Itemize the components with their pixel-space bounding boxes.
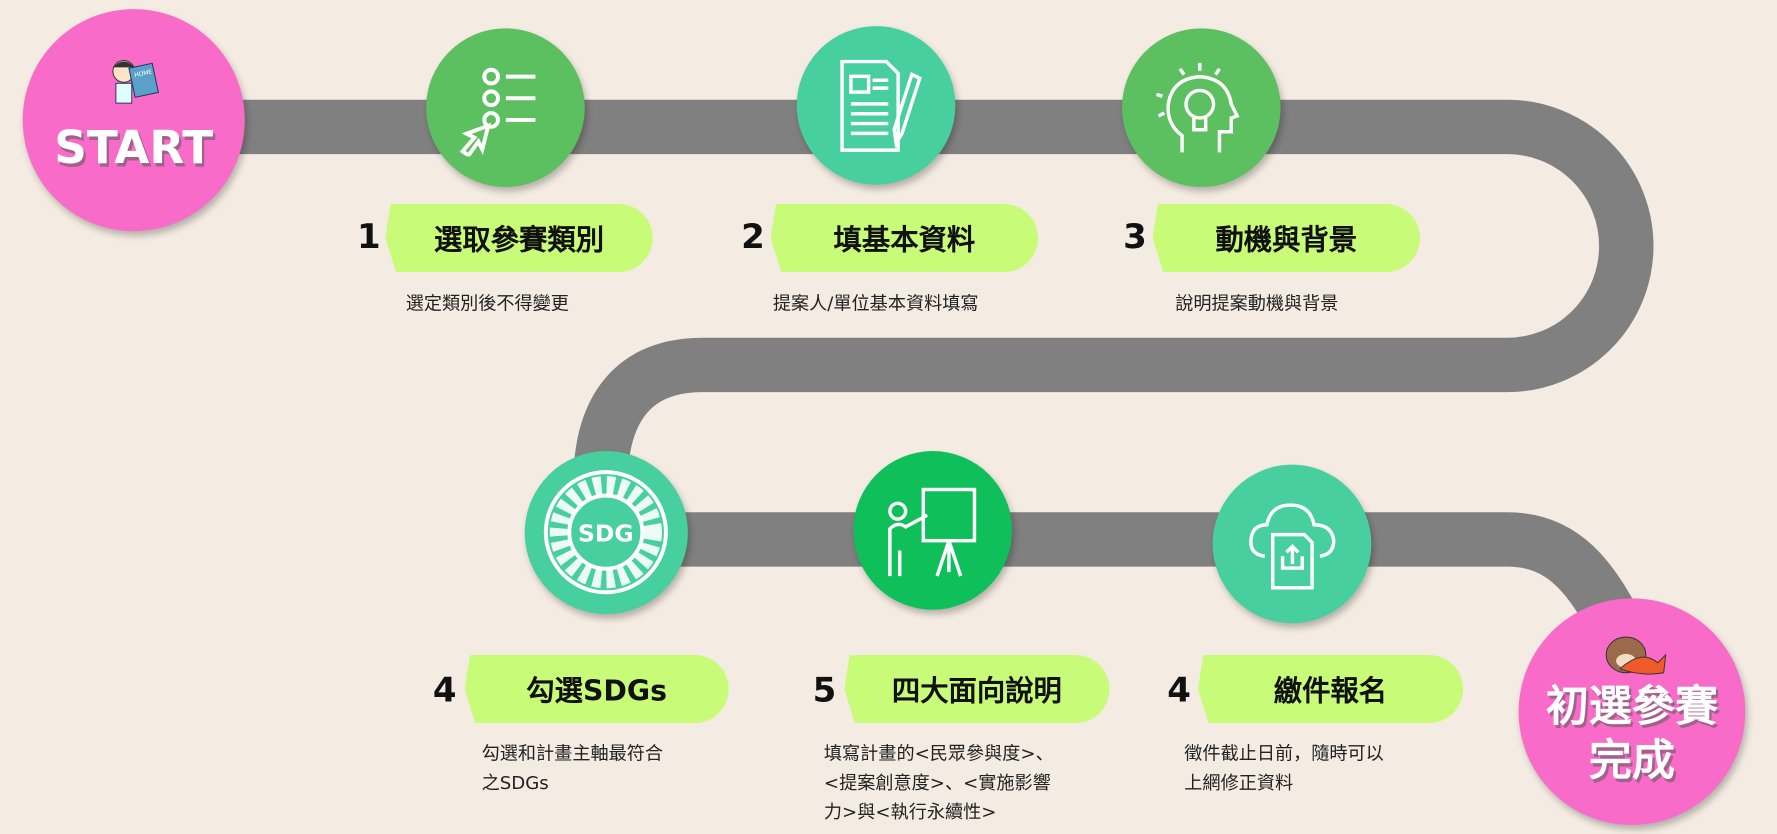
- step-3-desc: 說明提案動機與背景: [1175, 289, 1338, 318]
- start-label: START: [54, 122, 214, 175]
- otter-fish-illustration: [1605, 636, 1667, 675]
- step-6-number: 4: [1167, 670, 1191, 711]
- step-2-icon-circle: [796, 26, 956, 185]
- step-1-icon-circle: [426, 28, 585, 187]
- finish-line-1: 初選參賽: [1545, 681, 1719, 731]
- step-3-icon-circle: [1121, 28, 1281, 187]
- step-2-title: 填基本資料: [770, 203, 1039, 272]
- svg-text:HOME: HOME: [134, 68, 153, 79]
- sdg-icon-text: SDG: [578, 520, 634, 548]
- finish-circle: 初選參賽 完成: [1518, 598, 1746, 826]
- step-3-title: 動機與背景: [1152, 203, 1421, 272]
- step-4-title: 勾選SDGs: [464, 655, 729, 724]
- step-4-number: 4: [432, 670, 457, 711]
- step-5-title: 四大面向說明: [844, 655, 1110, 724]
- step-3-number: 3: [1123, 217, 1147, 258]
- child-reading-illustration: HOME: [112, 59, 159, 104]
- desc-line: 提案人/單位基本資料填寫: [772, 292, 979, 314]
- desc-line: 徵件截止日前，隨時可以: [1184, 742, 1384, 764]
- document-pencil-icon: [839, 59, 922, 152]
- desc-line: 勾選和計畫主軸最符合: [481, 742, 663, 764]
- start-circle: HOME START: [22, 9, 245, 232]
- step-1-desc: 選定類別後不得變更: [406, 289, 569, 318]
- finish-line-2: 完成: [1588, 735, 1676, 786]
- step-1-title: 選取參賽類別: [385, 203, 653, 272]
- step-2-desc: 提案人/單位基本資料填寫: [773, 289, 979, 318]
- step-1-number: 1: [356, 217, 381, 258]
- step-6-title: 繳件報名: [1197, 655, 1464, 724]
- sdg-wheel-icon: SDG: [544, 470, 669, 595]
- step-4-desc: 勾選和計畫主軸最符合 之SDGs: [482, 739, 663, 798]
- desc-line: 之SDGs: [481, 771, 549, 794]
- desc-line: <提案創意度>、<實施影響: [823, 771, 1051, 794]
- step-5-desc: 填寫計畫的<民眾參與度>、 <提案創意度>、<實施影響 力>與<執行永續性>: [824, 739, 1054, 827]
- step-4-icon-circle: SDG: [524, 451, 688, 615]
- desc-line: 上網修正資料: [1184, 771, 1294, 794]
- step-2-number: 2: [741, 217, 765, 258]
- step-5-icon-circle: [853, 451, 1013, 610]
- desc-line: 力>與<執行永續性>: [823, 801, 997, 823]
- lightbulb-head-icon: [1155, 62, 1240, 152]
- presentation-icon: [887, 487, 976, 577]
- step-6-icon-circle: [1212, 464, 1372, 624]
- cloud-upload-icon: [1248, 502, 1335, 589]
- desc-line: 說明提案動機與背景: [1175, 292, 1339, 314]
- step-5-number: 5: [812, 670, 837, 711]
- desc-line: 選定類別後不得變更: [405, 292, 569, 314]
- step-6-desc: 徵件截止日前，隨時可以 上網修正資料: [1184, 739, 1383, 798]
- checklist-cursor-icon: [459, 67, 535, 157]
- desc-line: 填寫計畫的<民眾參與度>、: [823, 742, 1054, 764]
